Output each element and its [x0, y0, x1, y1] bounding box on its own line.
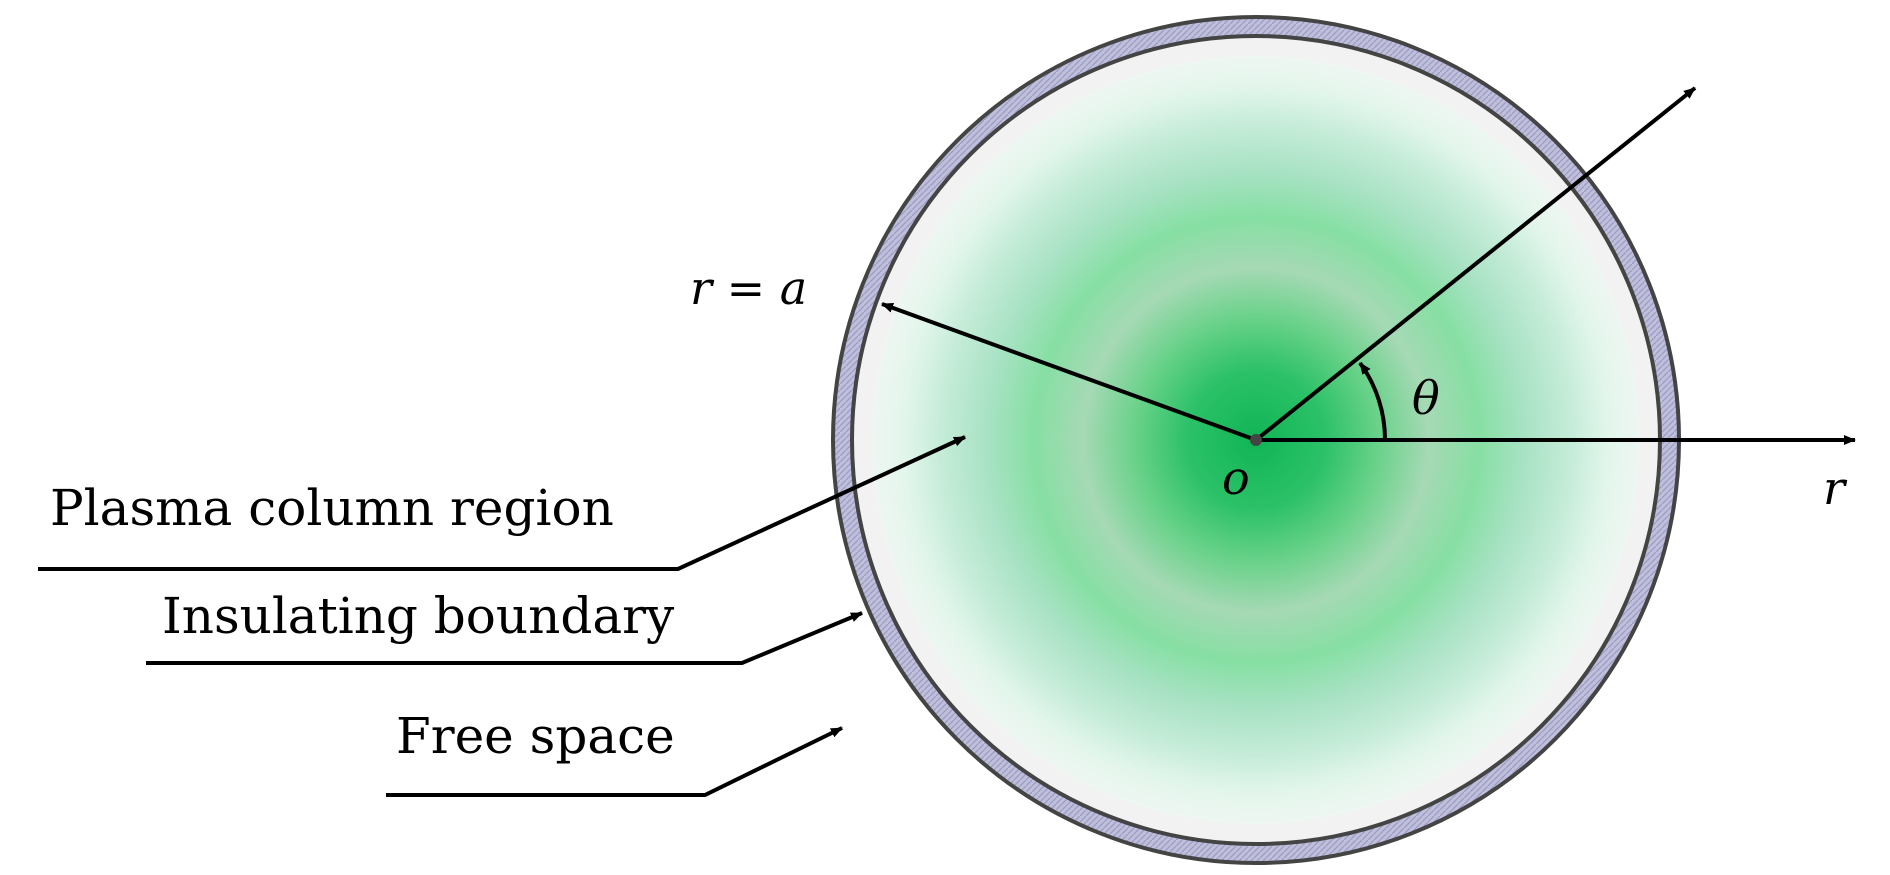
rotated-radius-arrow	[1254, 86, 1697, 442]
boundary-label: Insulating boundary	[162, 587, 675, 645]
theta-label: θ	[1412, 371, 1440, 425]
boundary-pointer-line	[146, 611, 863, 665]
plasma-region-label: Plasma column region	[50, 479, 614, 537]
free-space-pointer-line	[386, 726, 843, 797]
radius-label: r = a	[690, 261, 807, 315]
origin-label: o	[1222, 451, 1250, 505]
origin-dot	[1250, 434, 1262, 446]
radius-a-arrow	[881, 302, 1257, 442]
theta-arc	[1358, 361, 1388, 441]
plasma-pointer-line	[38, 435, 966, 571]
r-axis-label: r	[1823, 461, 1848, 515]
free-space-label: Free space	[396, 707, 675, 765]
